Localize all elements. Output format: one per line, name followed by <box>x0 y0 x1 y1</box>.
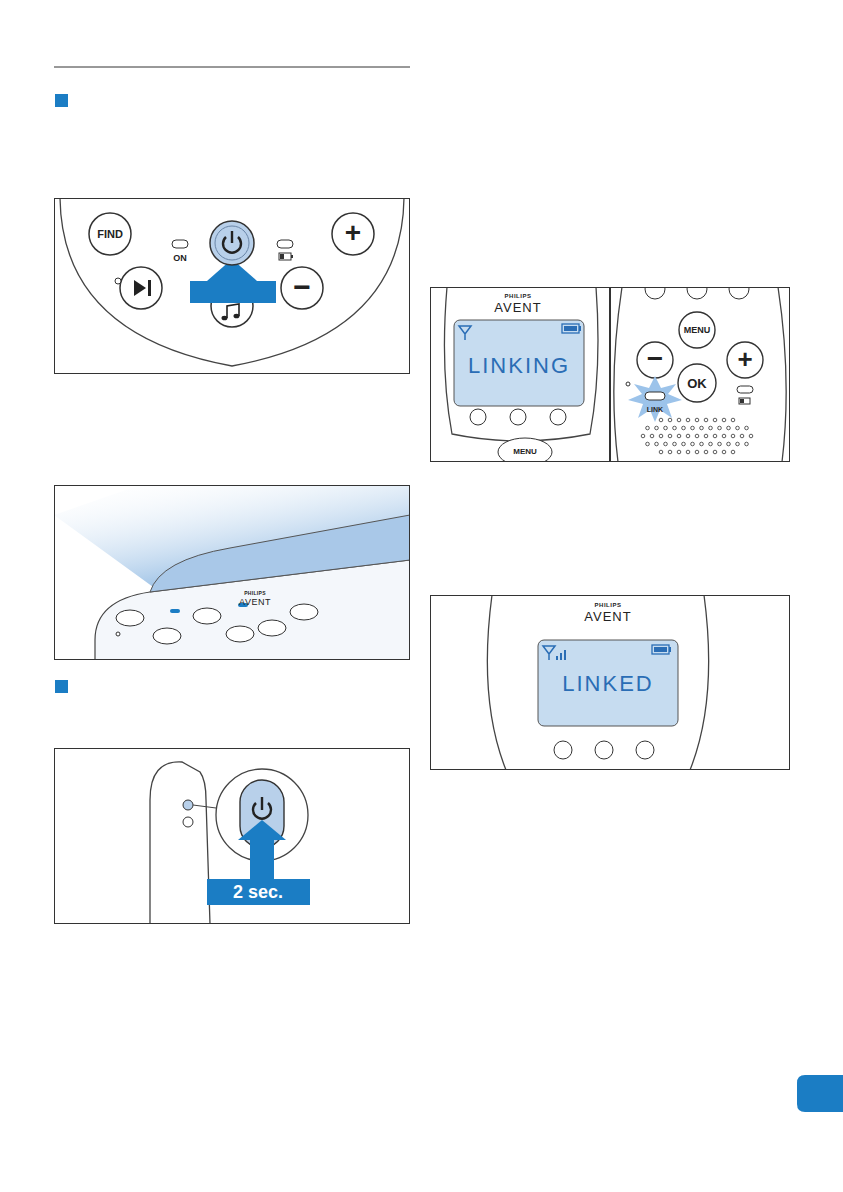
brand-logo: PHILIPS <box>244 591 266 596</box>
led-label: ON <box>173 254 187 263</box>
speaker-hole <box>745 426 749 430</box>
parent-unit-buttons-panel <box>611 279 790 462</box>
speaker-hole <box>682 426 686 430</box>
brand-logo: AVENT <box>239 598 271 607</box>
speaker-hole <box>745 442 749 446</box>
speaker-hole <box>691 426 695 430</box>
button-label: FIND <box>97 229 123 240</box>
speaker-hole <box>659 450 663 454</box>
speaker-hole <box>718 442 722 446</box>
header-rule <box>54 67 410 68</box>
speaker-hole <box>677 450 681 454</box>
speaker-hole <box>686 450 690 454</box>
button-symbol: − <box>293 272 311 302</box>
speaker-hole <box>650 434 654 438</box>
speaker-hole <box>673 442 677 446</box>
speaker-hole <box>736 426 740 430</box>
speaker-hole <box>682 442 686 446</box>
speaker-hole <box>655 426 659 430</box>
base-unit-light-panel <box>54 485 410 660</box>
brand-logo: AVENT <box>494 301 541 314</box>
speaker-hole <box>713 418 717 422</box>
speaker-hole <box>740 434 744 438</box>
button-label: MENU <box>684 326 711 335</box>
speaker-hole <box>727 442 731 446</box>
speaker-hole <box>727 426 731 430</box>
display-text: LINKING <box>468 355 570 377</box>
led-label: LINK <box>647 406 663 413</box>
step-marker <box>55 680 68 693</box>
speaker-hole <box>695 450 699 454</box>
speaker-hole <box>668 434 672 438</box>
speaker-hole <box>668 418 672 422</box>
brand-logo: PHILIPS <box>505 293 532 299</box>
speaker-hole <box>722 450 726 454</box>
speaker-hole <box>686 418 690 422</box>
speaker-hole <box>659 434 663 438</box>
speaker-hole <box>659 418 663 422</box>
speaker-hole <box>749 434 753 438</box>
speaker-hole <box>695 434 699 438</box>
speaker-hole <box>718 426 722 430</box>
button-symbol: − <box>647 345 663 373</box>
speaker-hole <box>731 450 735 454</box>
display-text: LINKED <box>562 673 653 695</box>
speaker-hole <box>709 426 713 430</box>
parent-unit-linking-panel <box>431 287 610 466</box>
speaker-hole <box>673 426 677 430</box>
speaker-hole <box>731 418 735 422</box>
button-label: MENU <box>513 448 537 456</box>
speaker-hole <box>695 418 699 422</box>
speaker-hole <box>646 442 650 446</box>
parent-unit-linked-panel <box>431 595 790 770</box>
speaker-hole <box>704 418 708 422</box>
speaker-hole <box>664 442 668 446</box>
button-symbol: + <box>737 346 752 372</box>
speaker-hole <box>677 418 681 422</box>
step-marker <box>55 94 68 107</box>
speaker-hole <box>641 434 645 438</box>
speaker-hole <box>677 434 681 438</box>
duration-label: 2 sec. <box>233 883 283 901</box>
button-label: OK <box>687 377 707 390</box>
speaker-hole <box>664 426 668 430</box>
speaker-hole <box>736 442 740 446</box>
speaker-hole <box>704 450 708 454</box>
speaker-hole <box>700 442 704 446</box>
speaker-hole <box>668 450 672 454</box>
section-tab <box>797 1075 843 1112</box>
speaker-hole <box>709 442 713 446</box>
speaker-hole <box>713 434 717 438</box>
speaker-hole <box>691 442 695 446</box>
button-symbol: + <box>345 219 361 247</box>
base-unit-panel <box>55 198 410 374</box>
parent-unit-power-panel <box>55 749 410 925</box>
speaker-hole <box>700 426 704 430</box>
speaker-hole <box>655 442 659 446</box>
brand-logo: PHILIPS <box>595 602 622 608</box>
speaker-hole <box>686 434 690 438</box>
speaker-hole <box>731 434 735 438</box>
speaker-hole <box>722 418 726 422</box>
speaker-hole <box>713 450 717 454</box>
brand-logo: AVENT <box>584 610 631 623</box>
speaker-hole <box>704 434 708 438</box>
speaker-hole <box>646 426 650 430</box>
speaker-hole <box>722 434 726 438</box>
